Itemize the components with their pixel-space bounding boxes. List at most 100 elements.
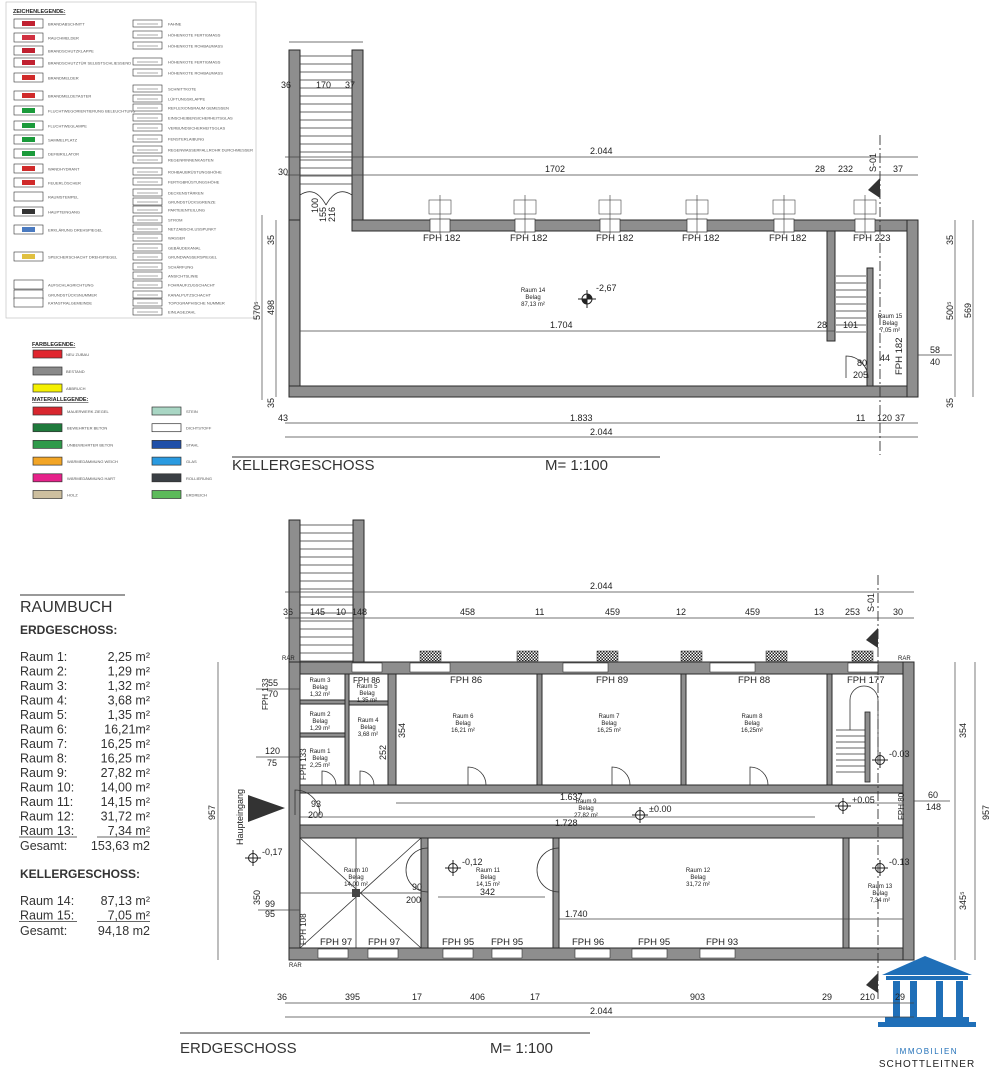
room-floor: Belag	[312, 719, 327, 725]
main-entrance-icon	[248, 795, 285, 822]
dim-text: 29	[822, 992, 832, 1002]
dim-text: 2.044	[590, 581, 613, 591]
dim-text: 500⁵	[945, 301, 955, 320]
logo-text-schottleitner: SCHOTTLEITNER	[879, 1059, 975, 1070]
legend-symbol-icon	[132, 298, 163, 307]
room-schedule-value: 14,00 m²	[101, 781, 150, 795]
dim-text: 44	[880, 353, 890, 363]
dim-text: 498	[266, 300, 276, 315]
room-schedule-label: Raum 1:	[20, 650, 67, 664]
room-area: 27,82 m²	[574, 813, 598, 819]
room-area: 7,05 m²	[880, 328, 900, 334]
door-icon	[405, 847, 429, 893]
legend-label: BRANDABSCHNITT	[48, 22, 85, 27]
material-swatch	[32, 406, 63, 416]
legend-symbol-icon	[132, 188, 163, 197]
room-label-3: Raum 3	[309, 678, 331, 684]
dim-text: 11	[535, 607, 544, 617]
dim-text: 37	[893, 164, 903, 174]
window-icon	[847, 662, 879, 673]
level-marker-icon	[245, 850, 261, 866]
legend-label: LÜFTUNGSKLAPPE	[168, 97, 205, 102]
legend-symbol-icon	[132, 134, 163, 143]
dim-text: 12	[676, 607, 686, 617]
dim-text: 43	[278, 413, 288, 423]
door-icon	[467, 766, 487, 786]
window-icon	[562, 662, 609, 673]
ground-floor-scale: M= 1:100	[490, 1040, 553, 1057]
window-label: FPH 182	[510, 233, 548, 244]
room-label-11: Raum 11	[476, 868, 501, 874]
legend-label: ANSICHTSLINIE	[168, 274, 199, 279]
window-label: FPH 133	[299, 748, 308, 780]
room-floor: Belag	[525, 295, 540, 301]
dim-text: 145	[310, 607, 325, 617]
window-label: FPH 80	[897, 792, 906, 820]
dim-text: 459	[745, 607, 760, 617]
legend-label: WANDHYDRANT	[48, 167, 80, 172]
legend-label: GRUNDSTÜCKSGRENZE	[168, 200, 216, 205]
legend-symbol-fill	[22, 151, 35, 156]
room-label-10: Raum 10	[344, 868, 369, 874]
legend-label: BRANDMELDER	[48, 76, 79, 81]
dim-text: 200	[308, 810, 323, 820]
legend-label: DEFIBRILLATOR	[48, 152, 79, 157]
legend-label: REGENRINNENKASTEN	[168, 158, 214, 163]
dim-text: 35	[266, 398, 276, 408]
window-label: FPH 95	[638, 937, 670, 948]
material-legend-label: HOLZ	[67, 493, 78, 498]
dim-text: 13	[814, 607, 824, 617]
window-icon	[491, 948, 523, 959]
dim-text: 406	[470, 992, 485, 1002]
room-floor: Belag	[882, 321, 897, 327]
dim-text: 60	[928, 790, 938, 800]
room-floor: Belag	[601, 721, 616, 727]
room-schedule-label: Gesamt:	[20, 839, 67, 853]
material-legend-title: MATERIALLEGENDE:	[32, 397, 89, 403]
material-legend-label: WÄRMEDÄMMUNG HART	[67, 476, 116, 481]
door-icon	[294, 789, 321, 816]
legend-symbol-icon	[132, 177, 163, 186]
legend-symbol-icon	[132, 243, 163, 252]
window-label: FPH 93	[706, 937, 738, 948]
room-schedule-value: 7,34 m²	[108, 824, 150, 838]
legend-label: HAUPTEINGANG	[48, 210, 80, 215]
room-floor: Belag	[690, 875, 705, 881]
legend-symbol-fill	[22, 93, 35, 98]
dim-text: 58	[930, 345, 940, 355]
room-schedule: RAUMBUCH ERDGESCHOSS: KELLERGESCHOSS: Ra…	[19, 594, 150, 938]
dim-text: 75	[267, 758, 277, 768]
vent-icon	[680, 650, 703, 662]
dim-text: 55	[268, 678, 278, 688]
dim-text: 1702	[545, 164, 565, 174]
room-schedule-label: Raum 5:	[20, 708, 67, 722]
material-swatch	[151, 406, 182, 416]
legend-symbol-icon	[132, 307, 163, 316]
legend-label: FERTIGBRÜSTUNGSHÖHE	[168, 180, 220, 185]
material-swatch	[32, 473, 63, 483]
legend-symbol-icon	[132, 68, 163, 77]
legend-label: FLUCHTWEGLAMPE	[48, 124, 87, 129]
door-icon	[321, 770, 337, 786]
dim-text: 1.740	[565, 909, 588, 919]
material-swatch	[32, 490, 63, 499]
dim-text: 36	[281, 80, 291, 90]
material-swatch	[32, 423, 63, 433]
room-schedule-label: Raum 10:	[20, 781, 74, 795]
window-label: FPH 182	[682, 233, 720, 244]
legend-label: BRANDMELDETASTER	[48, 94, 91, 99]
window-label: FPH 182	[894, 338, 905, 376]
room-schedule-label: Raum 4:	[20, 694, 67, 708]
dim-text: 100	[310, 198, 320, 213]
legend-symbol-fill	[22, 227, 35, 232]
room-schedule-label: Raum 14:	[20, 894, 74, 908]
dim-text: 17	[412, 992, 422, 1002]
vent-icon	[765, 650, 788, 662]
ground-floor-title: ERDGESCHOSS	[180, 1040, 297, 1057]
basement-floor-plan: 2.044 1702 30 28 232 37 36 170 37 1.704 …	[232, 41, 974, 474]
material-legend-label: UNBEWEHRTER BETON	[67, 442, 113, 447]
legend-label: ERKLÄRUNG DREHSPIEGEL	[48, 228, 103, 233]
dim-text: 37	[895, 413, 905, 423]
vent-icon	[851, 650, 874, 662]
dim-text: 35	[945, 235, 955, 245]
